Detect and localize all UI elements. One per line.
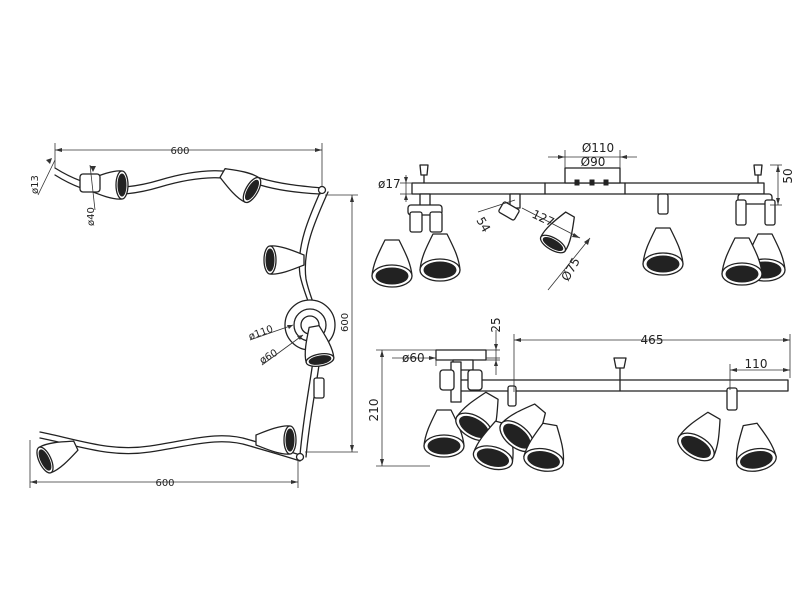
dim-front-dia-75: Ø75 [558, 255, 582, 283]
dim-bottom-width: 600 [155, 478, 174, 489]
dim-dia-40: ø40 [86, 207, 97, 226]
dim-dia-110-left: ø110 [247, 324, 274, 343]
dim-side-210: 210 [367, 399, 381, 422]
dim-dia-60-left: ø60 [258, 348, 280, 367]
dim-front-54: 54 [473, 215, 493, 235]
dim-dia-13: ø13 [30, 175, 41, 194]
top-view-flexible-rail: 600 ø13 ø40 600 ø110 ø60 600 [29, 143, 358, 489]
dim-front-dia-90: Ø90 [581, 155, 606, 169]
dim-side-110: 110 [745, 357, 768, 371]
dim-side-25: 25 [489, 317, 503, 332]
dim-side-465: 465 [641, 333, 664, 347]
dim-front-50: 50 [781, 168, 795, 183]
side-view: 25 465 ø60 210 110 [367, 317, 791, 475]
dim-right-height: 600 [340, 313, 351, 332]
dim-front-dia-110: Ø110 [582, 141, 614, 155]
dim-side-dia-60: ø60 [402, 351, 425, 365]
dim-top-width: 600 [170, 146, 189, 157]
front-view: Ø110 Ø90 ø17 54 127 Ø75 50 [371, 141, 795, 291]
dim-front-dia-17: ø17 [378, 177, 401, 191]
